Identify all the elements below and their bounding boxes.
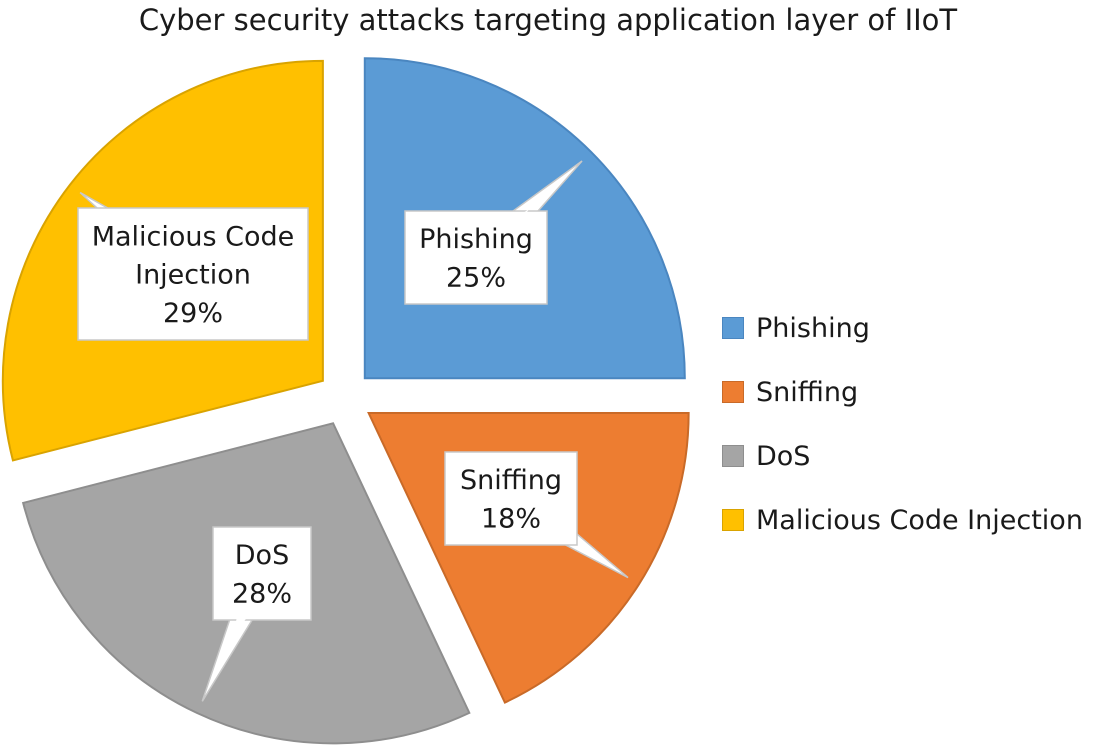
data-label-line: Injection bbox=[135, 260, 251, 291]
legend-swatch-phishing bbox=[722, 317, 744, 339]
chart-title: Cyber security attacks targeting applica… bbox=[138, 3, 958, 37]
legend-label-dos: DoS bbox=[756, 440, 811, 472]
data-label-callouts: Phishing 25% Sniffing 18% DoS 28% Malicious Co… bbox=[77, 160, 629, 702]
legend-label-sniffing: Sniffing bbox=[756, 376, 859, 408]
legend-item-sniffing: Sniffing bbox=[722, 360, 1092, 424]
data-label-line: Phishing bbox=[419, 224, 533, 255]
data-label-sniffing: Sniffing 18% bbox=[460, 465, 562, 534]
callout-joint-dos bbox=[232, 567, 276, 638]
data-label-dos: DoS 28% bbox=[232, 540, 292, 609]
data-label-line: Malicious Code bbox=[92, 221, 295, 252]
pie-slices bbox=[1, 57, 690, 745]
legend-item-dos: DoS bbox=[722, 424, 1092, 488]
data-label-phishing: Phishing 25% bbox=[419, 224, 533, 293]
callout-joint-malicious-code-injection bbox=[136, 233, 202, 286]
data-label-line: 25% bbox=[446, 262, 506, 293]
callout-joint-phishing bbox=[466, 209, 530, 269]
data-label-line: 29% bbox=[163, 298, 223, 329]
data-label-line: DoS bbox=[235, 540, 289, 571]
legend-label-phishing: Phishing bbox=[756, 312, 870, 344]
legend-swatch-malicious-code-injection bbox=[722, 509, 744, 531]
legend-item-malicious-code-injection: Malicious Code Injection bbox=[722, 488, 1092, 552]
callout-joint-sniffing bbox=[502, 486, 570, 539]
data-label-line: 18% bbox=[481, 503, 541, 534]
data-label-line: 28% bbox=[232, 578, 292, 609]
legend-swatch-sniffing bbox=[722, 381, 744, 403]
legend-item-phishing: Phishing bbox=[722, 296, 1092, 360]
data-label-line: Sniffing bbox=[460, 465, 562, 496]
legend-swatch-dos bbox=[722, 445, 744, 467]
legend-label-malicious-code-injection: Malicious Code Injection bbox=[756, 504, 1083, 536]
